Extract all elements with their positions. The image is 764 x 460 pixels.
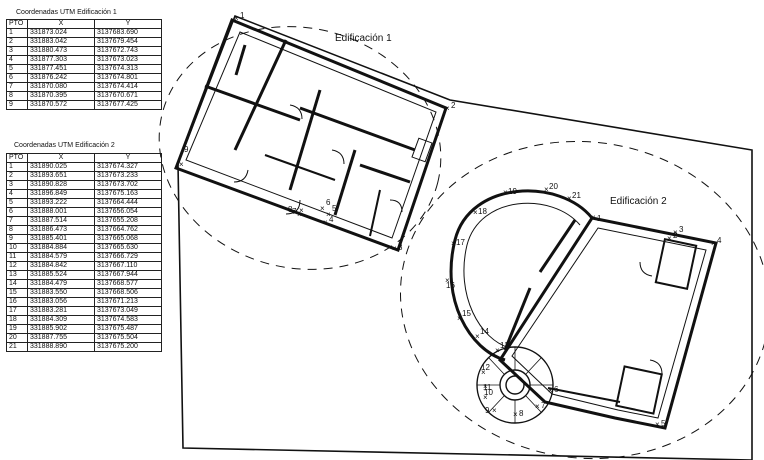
building2-point-marker: × — [492, 406, 497, 415]
building2-point-marker: × — [567, 194, 572, 203]
building2-point-label: 16 — [446, 281, 455, 290]
building2-point-label: 11 — [483, 383, 492, 392]
building2-point-marker: × — [503, 188, 508, 197]
building2-point-label: 5 — [661, 419, 666, 428]
building2 — [449, 189, 718, 430]
building2-point-label: 13 — [500, 341, 509, 350]
table2-title: Coordenadas UTM Edificación 2 — [14, 142, 115, 149]
building2-point-label: 20 — [549, 182, 558, 191]
building1-point-label: 9 — [184, 145, 189, 154]
building2-point-label: 2 — [673, 231, 678, 240]
building1-point-marker: × — [445, 104, 450, 113]
building2-point-label: 9 — [485, 406, 490, 415]
building2-point-marker: × — [667, 234, 672, 243]
building2-point-marker: × — [483, 393, 488, 402]
building1-point-label: 7 — [292, 207, 297, 216]
building2-point-marker: × — [655, 420, 660, 429]
building2-point-marker: × — [445, 276, 450, 285]
building2-point-label: 17 — [456, 238, 465, 247]
building1-label: Edificación 1 — [335, 33, 392, 44]
building1-point-label: 6 — [326, 198, 331, 207]
building2-point-marker: × — [481, 368, 486, 377]
building2-outline — [498, 216, 718, 430]
building2-point-marker: × — [535, 402, 540, 411]
building1-point-label: 5 — [332, 204, 337, 213]
building2-point-label: 21 — [572, 191, 581, 200]
building1-outline — [174, 18, 448, 252]
site-boundary — [177, 14, 753, 460]
building2-point-label: 15 — [462, 309, 471, 318]
building1-point-label: 4 — [329, 215, 334, 224]
table-cell: 3137677.425 — [94, 100, 162, 110]
building2-point-marker: × — [548, 386, 553, 395]
building1-point-marker: × — [392, 244, 397, 253]
table1-title: Coordenadas UTM Edificación 1 — [16, 9, 117, 16]
building2-label: Edificación 2 — [610, 196, 667, 207]
building2-point-marker: × — [544, 185, 549, 194]
building2-point-marker: × — [513, 410, 518, 419]
building1-point-marker: × — [323, 218, 328, 227]
building2-point-label: 19 — [508, 187, 517, 196]
building2-point-label: 3 — [679, 225, 684, 234]
building2-point-marker: × — [673, 228, 678, 237]
building2-point-marker: × — [473, 208, 478, 217]
table-cell: 3137675.200 — [94, 342, 162, 352]
building2-point-label: 7 — [541, 401, 546, 410]
building1-point-label: 2 — [451, 101, 456, 110]
building2-curved-wall — [449, 189, 594, 362]
building2-point-label: 8 — [519, 409, 524, 418]
building2-point-marker: × — [711, 239, 716, 248]
building1-point-marker: × — [320, 204, 325, 213]
building2-point-marker: × — [483, 382, 488, 391]
building2-point-marker: × — [475, 332, 480, 341]
building1-point-marker: × — [297, 210, 302, 219]
building2-point-label: 12 — [481, 363, 490, 372]
building2-point-label: 6 — [554, 385, 559, 394]
building1-point-label: 1 — [240, 11, 245, 20]
building2-point-label: 14 — [480, 327, 489, 336]
buffer-building1 — [158, 26, 442, 270]
building1 — [174, 18, 448, 252]
survey-points: ×1×2×3×4×5×6×7×8×9×1×2×3×4×5×6×7×8×9×10×… — [179, 11, 722, 429]
building1-point-label: 3 — [398, 243, 403, 252]
building2-point-marker: × — [451, 239, 456, 248]
building1-point-marker: × — [299, 206, 304, 215]
building2-point-marker: × — [495, 346, 500, 355]
building1-point-marker: × — [179, 160, 184, 169]
building1-point-marker: × — [234, 14, 239, 23]
building2-point-marker: × — [457, 314, 462, 323]
building2-point-label: 18 — [478, 207, 487, 216]
building1-point-marker: × — [326, 210, 331, 219]
building2-point-marker: × — [591, 213, 596, 222]
building2-point-label: 1 — [597, 214, 602, 223]
building2-point-label: 10 — [484, 388, 493, 397]
building1-point-label: 8 — [288, 205, 293, 214]
building2-point-label: 4 — [717, 236, 722, 245]
